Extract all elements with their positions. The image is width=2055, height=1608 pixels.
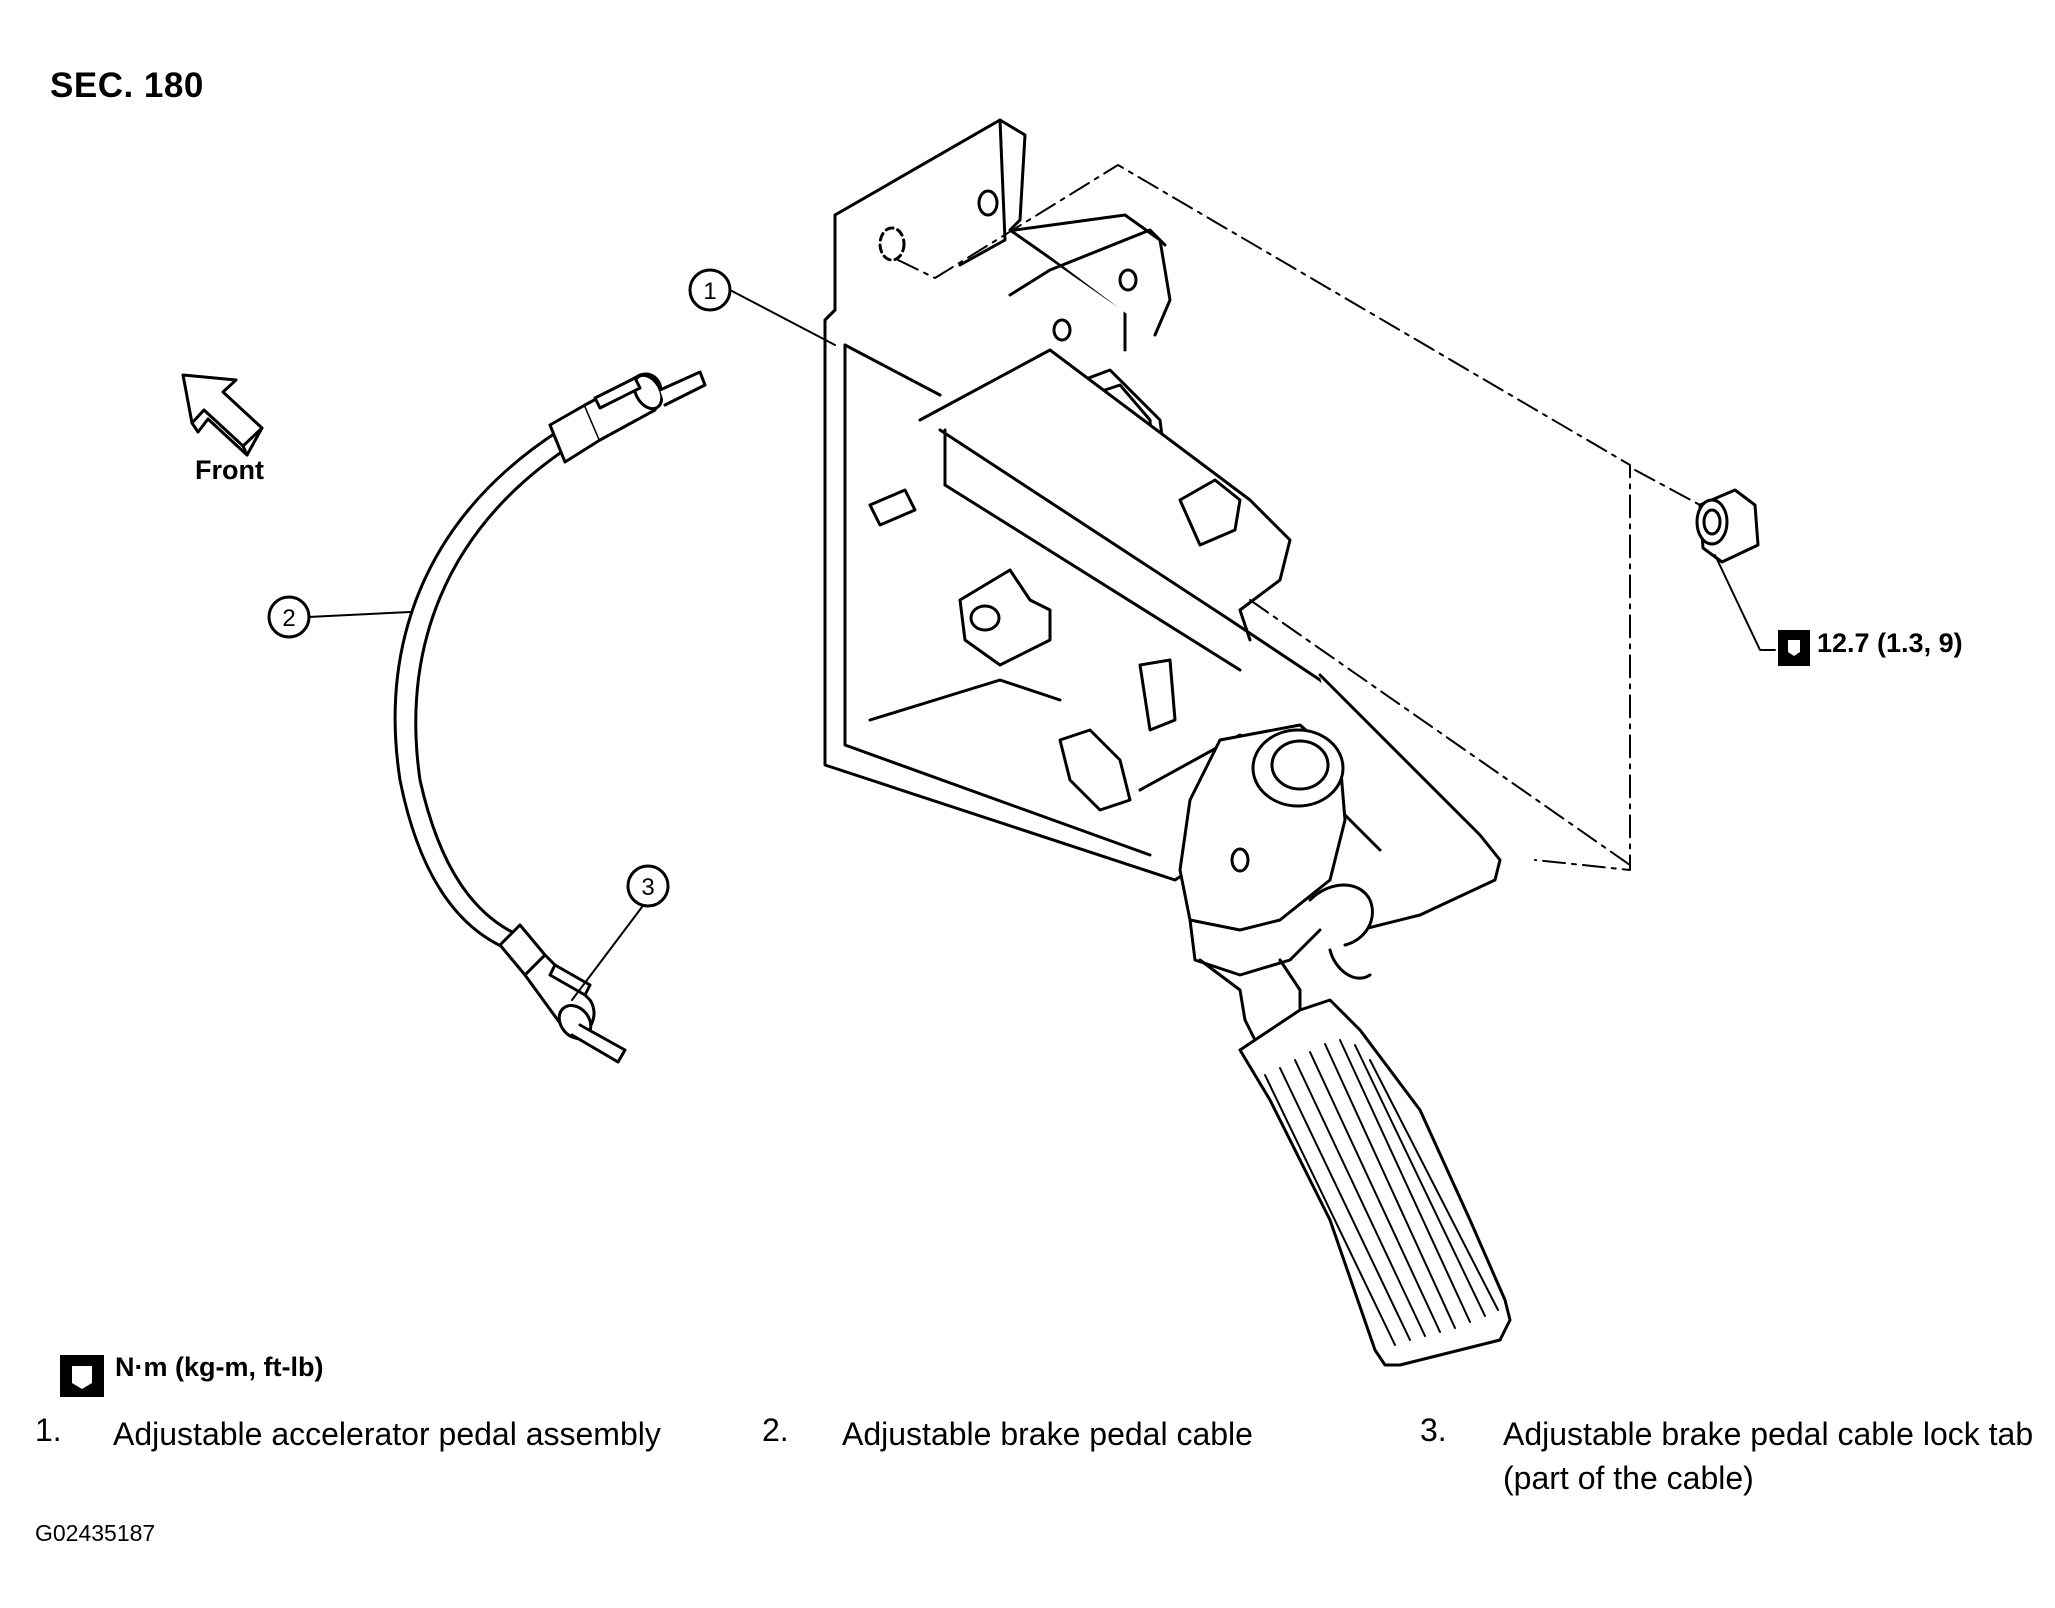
torque-units-label: N·m (kg-m, ft-lb) — [115, 1352, 324, 1382]
torque-wrench-icon — [1778, 630, 1810, 666]
torque-value: 12.7 (1.3, 9) — [1817, 628, 1963, 658]
front-arrow-icon — [181, 373, 264, 457]
accelerator-pedal-assembly — [823, 118, 1512, 1367]
legend-item-1-number: 1. — [35, 1412, 62, 1448]
callout-3 — [626, 864, 670, 908]
callout-2 — [267, 595, 311, 639]
callout-3-number: 3 — [641, 874, 654, 901]
callout-1-number: 1 — [703, 278, 716, 305]
callout-1 — [688, 268, 732, 312]
section-label: SEC. 180 — [50, 66, 204, 105]
brake-pedal-cable — [393, 370, 707, 1064]
legend-item-2-number: 2. — [762, 1412, 789, 1448]
callout-2-number: 2 — [282, 605, 295, 632]
legend-item-3-number: 3. — [1420, 1412, 1447, 1448]
legend-item-3-text: Adjustable brake pedal cable lock tab (p… — [1503, 1416, 2034, 1496]
front-label: Front — [195, 455, 264, 485]
figure-id: G02435187 — [35, 1520, 156, 1546]
torque-wrench-icon — [60, 1355, 104, 1397]
legend-item-2-text: Adjustable brake pedal cable — [842, 1416, 1253, 1452]
legend-item-1-text: Adjustable accelerator pedal assembly — [113, 1416, 661, 1452]
mounting-nut — [1695, 488, 1760, 564]
